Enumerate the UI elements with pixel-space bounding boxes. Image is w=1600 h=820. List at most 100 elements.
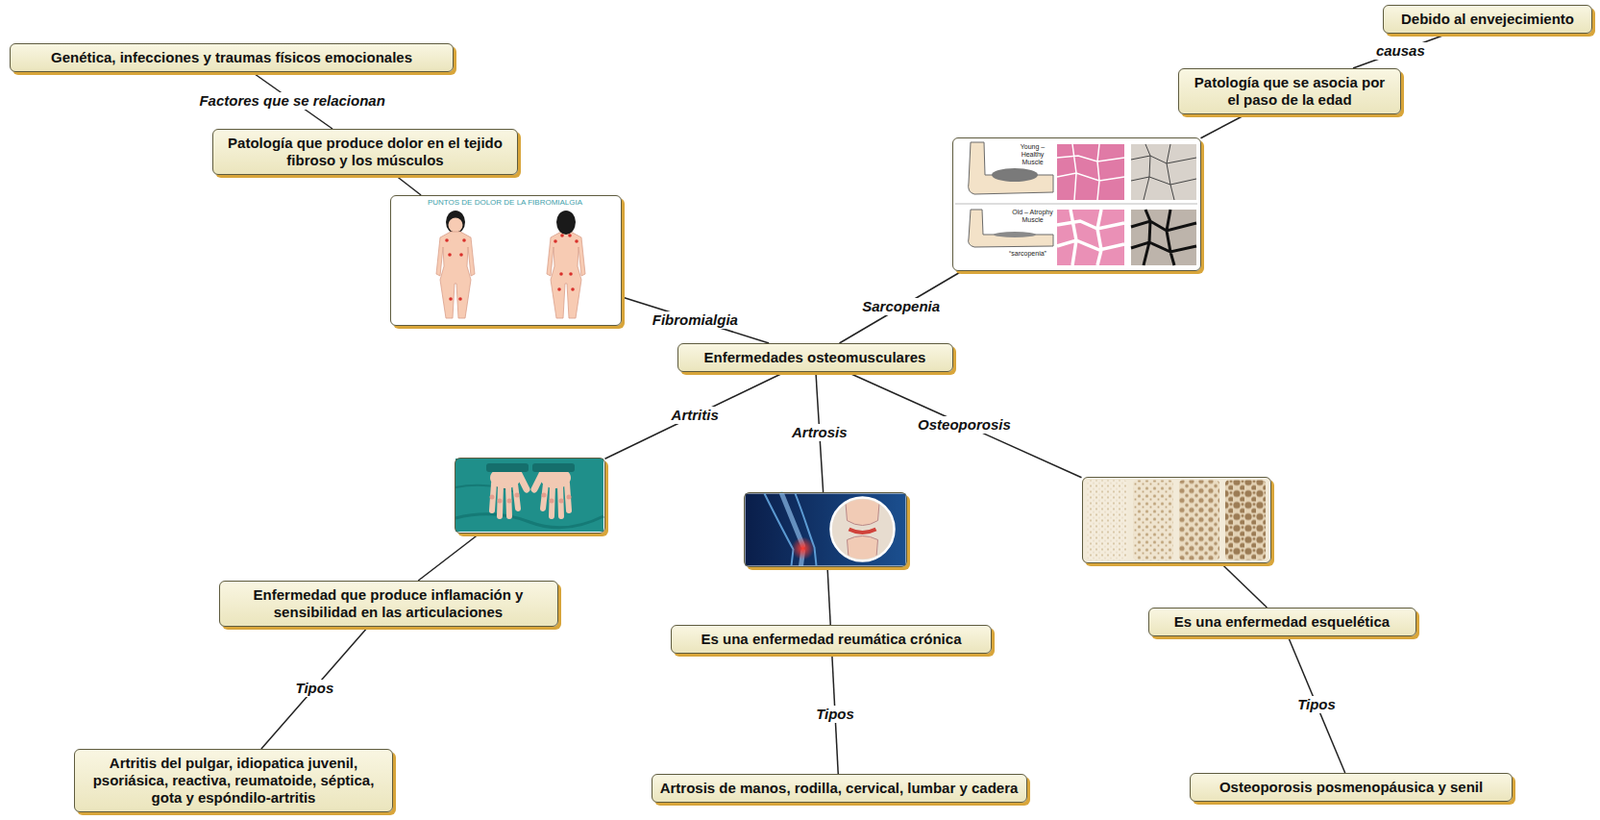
bone-section <box>1225 480 1266 561</box>
connector-line <box>1201 114 1247 139</box>
caption-holder: Old – Atrophy Muscle <box>1010 208 1056 224</box>
pain-point <box>568 271 573 276</box>
picture-caption: “sarcopenia” <box>997 249 1059 258</box>
pain-point <box>553 239 558 244</box>
edge-label-holder: Tipos <box>293 679 338 697</box>
fibromyalgia-picture <box>391 196 620 325</box>
bone-section <box>1132 480 1174 561</box>
fiber-sample <box>1131 144 1197 200</box>
bone-section <box>1179 480 1220 561</box>
picture-box <box>454 457 606 534</box>
connector-line <box>827 566 831 625</box>
divider <box>955 203 1198 205</box>
picture-box: Young – Healthy MuscleOld – Atrophy Musc… <box>952 137 1202 271</box>
arm <box>968 142 1054 195</box>
caption-holder: “sarcopenia” <box>997 249 1059 258</box>
picture-box: PUNTOS DE DOLOR DE LA FIBROMIALGIA <box>390 195 622 326</box>
back-hair <box>557 215 575 235</box>
concept-text: Artrosis de manos, rodilla, cervical, lu… <box>660 779 1019 797</box>
edge-label-holder: Artrosis <box>788 423 851 442</box>
edge-label: Fibromialgia <box>649 311 741 329</box>
concept-box: Enfermedades osteomusculares <box>677 343 954 372</box>
concept-box: Es una enfermedad esquelética <box>1148 607 1417 637</box>
picture-ground <box>391 196 620 325</box>
connector-line <box>394 174 421 196</box>
sarcopenia-picture <box>953 138 1200 270</box>
pain-point <box>567 233 572 238</box>
tissue-lines <box>1057 209 1125 266</box>
picture-caption: PUNTOS DE DOLOR DE LA FIBROMIALGIA <box>391 197 620 207</box>
tibia-end <box>847 536 879 564</box>
connector-line <box>621 296 770 344</box>
cartilage <box>849 529 877 534</box>
cloth-fold <box>455 514 604 528</box>
pain-point <box>574 239 579 244</box>
edge-label-holder: Sarcopenia <box>859 297 943 316</box>
muscle <box>991 168 1038 182</box>
concept-text: Patología que se asocia por el paso de l… <box>1186 73 1393 109</box>
leg-outline <box>764 493 817 567</box>
connector-line <box>418 533 480 582</box>
right-hand <box>532 463 575 517</box>
fiber-lines <box>1131 209 1197 266</box>
edge-label-holder: Tipos <box>1294 695 1339 714</box>
picture-box <box>743 492 908 567</box>
pain-point <box>459 252 464 257</box>
picture-ground <box>1083 478 1270 563</box>
pain-point <box>560 233 565 238</box>
pain-point <box>458 296 463 301</box>
osteoporosis-picture <box>1083 478 1270 563</box>
concept-box: Osteoporosis posmenopáusica y senil <box>1189 772 1513 802</box>
edge-label: Tipos <box>1294 695 1339 714</box>
connector-line <box>1221 563 1268 608</box>
arthritis-picture <box>455 458 604 532</box>
concept-text: Osteoporosis posmenopáusica y senil <box>1219 778 1483 796</box>
knee-detail <box>845 497 881 564</box>
picture-caption: Old – Atrophy Muscle <box>1010 208 1056 224</box>
pain-points <box>444 233 579 301</box>
arm <box>968 209 1054 247</box>
edge-label: Tipos <box>293 679 338 697</box>
concept-text: Patología que produce dolor en el tejido… <box>221 134 510 170</box>
fiber-sample <box>1131 209 1197 266</box>
concept-text: Debido al envejecimiento <box>1401 10 1575 28</box>
edge-label: Artritis <box>668 406 722 424</box>
pain-point <box>448 296 453 301</box>
picture-box <box>1082 476 1272 564</box>
edge-label: Tipos <box>812 705 858 723</box>
edge-label-holder: Fibromialgia <box>649 311 741 329</box>
concept-text: Enfermedades osteomusculares <box>704 348 927 367</box>
pain-point <box>557 287 562 292</box>
edge-label-holder: Artritis <box>668 406 722 424</box>
concept-text: Es una enfermedad reumática crónica <box>701 630 962 648</box>
connector-line <box>1287 636 1345 773</box>
concept-box: Debido al envejecimiento <box>1382 4 1593 34</box>
concept-box: Patología que produce dolor en el tejido… <box>212 128 518 175</box>
edge-label-holder: Factores que se relacionan <box>196 92 388 110</box>
pain-point <box>570 287 575 292</box>
tissue-lines <box>1057 144 1125 200</box>
concept-box: Es una enfermedad reumática crónica <box>670 624 992 654</box>
tissue-sample <box>1057 209 1125 266</box>
front-figure <box>436 210 475 319</box>
concept-box: Enfermedad que produce inflamación y sen… <box>219 580 559 627</box>
pain-point <box>447 252 452 257</box>
concept-box: Patología que se asocia por el paso de l… <box>1178 68 1402 115</box>
concept-box: Artritis del pulgar, idiopatica juvenil,… <box>73 748 394 813</box>
edge-label: causas <box>1373 42 1428 60</box>
concept-text: Es una enfermedad esquelética <box>1174 613 1390 631</box>
concept-text: Enfermedad que produce inflamación y sen… <box>227 586 550 621</box>
bone-section <box>1086 480 1128 561</box>
connector-line <box>605 371 786 459</box>
pain-point <box>462 238 467 243</box>
caption-holder: Young – Healthy Muscle <box>1010 143 1056 167</box>
connector-line <box>1353 33 1449 69</box>
concept-text: Genética, infecciones y traumas físicos … <box>50 49 413 67</box>
pain-point <box>559 271 564 276</box>
edge-label-holder: causas <box>1373 42 1428 60</box>
picture-caption: Young – Healthy Muscle <box>1010 143 1056 167</box>
fiber-lines <box>1131 144 1197 200</box>
